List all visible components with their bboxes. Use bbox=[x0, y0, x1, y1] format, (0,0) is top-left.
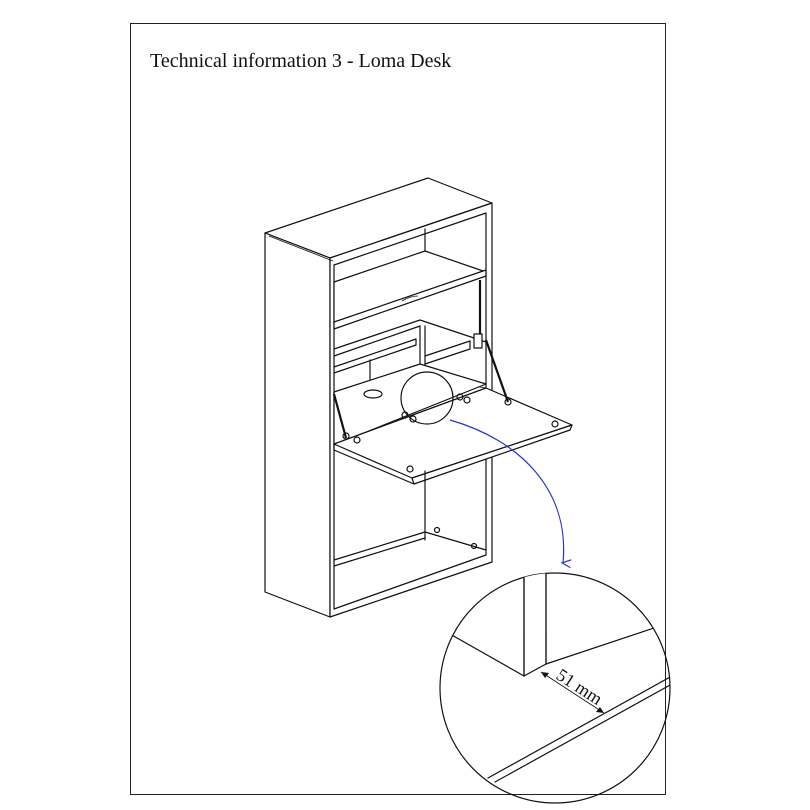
flap-hinges bbox=[342, 393, 559, 473]
detail-vertical-panel bbox=[523, 573, 547, 677]
stay-hinge-block bbox=[473, 333, 483, 349]
dimension-line bbox=[540, 671, 605, 714]
magnified-detail: 51 mm bbox=[439, 572, 671, 804]
detail-callout-circle bbox=[400, 371, 454, 425]
dimension-label: 51 mm bbox=[553, 665, 606, 709]
detail-view-circle bbox=[439, 572, 671, 804]
left-flap-stay bbox=[332, 393, 348, 439]
page-title: Technical information 3 - Loma Desk bbox=[150, 50, 452, 72]
cable-grommet bbox=[363, 389, 383, 399]
flap-front-edge bbox=[411, 424, 573, 485]
cabinet-side-panel bbox=[264, 232, 331, 618]
detail-leader-arrow bbox=[449, 419, 564, 563]
right-flap-stay bbox=[484, 339, 510, 403]
cabinet-opening bbox=[333, 212, 487, 610]
loma-desk-cabinet bbox=[264, 177, 573, 618]
hinge-rail bbox=[333, 269, 487, 330]
desk-interior-floor bbox=[333, 363, 487, 446]
